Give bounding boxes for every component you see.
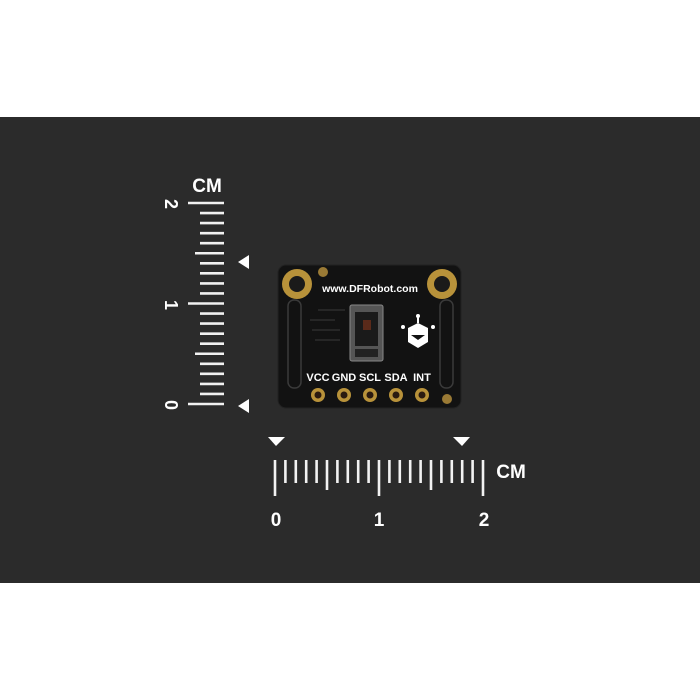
slot-outline bbox=[439, 299, 454, 389]
dfrobot-logo-icon bbox=[401, 314, 435, 348]
via bbox=[318, 267, 328, 277]
marker-triangle bbox=[238, 399, 249, 413]
pin-label: SDA bbox=[384, 372, 407, 384]
horizontal-label-0: 0 bbox=[271, 510, 282, 531]
vertical-ruler bbox=[188, 201, 224, 406]
marker-triangle bbox=[453, 437, 470, 446]
horizontal-label-2: 2 bbox=[479, 510, 490, 531]
horizontal-label-1: 1 bbox=[374, 510, 385, 531]
vertical-label-0: 0 bbox=[161, 400, 181, 410]
horizontal-ruler-unit: CM bbox=[496, 462, 526, 483]
vertical-label-1: 1 bbox=[161, 300, 181, 310]
pin-label: INT bbox=[413, 372, 431, 384]
pin-label: SCL bbox=[359, 372, 381, 384]
slot-outline bbox=[287, 299, 302, 389]
via bbox=[442, 394, 452, 404]
marker-triangle bbox=[238, 255, 249, 269]
pin-label: GND bbox=[332, 372, 357, 384]
board-url: www.DFRobot.com bbox=[321, 283, 418, 295]
marker-triangle bbox=[268, 437, 285, 446]
horizontal-ruler bbox=[273, 460, 485, 496]
vertical-label-2: 2 bbox=[161, 199, 181, 209]
vertical-ruler-unit: CM bbox=[192, 176, 222, 197]
pin-label: VCC bbox=[306, 372, 329, 384]
